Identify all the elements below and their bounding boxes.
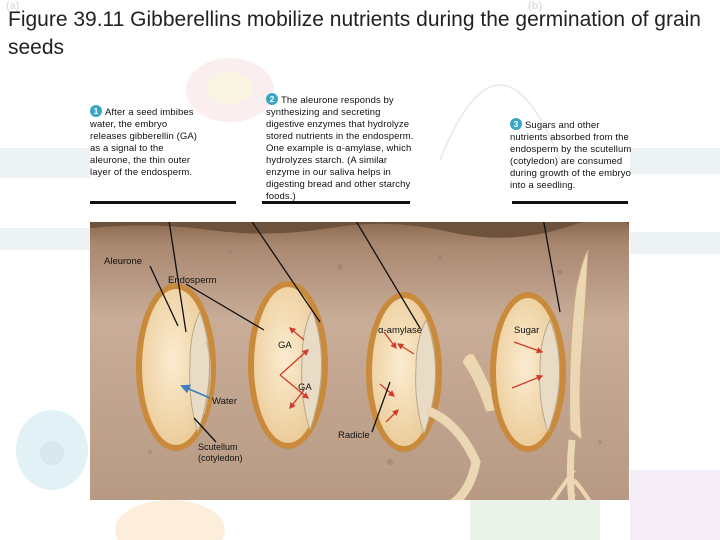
step-3-rule [512, 201, 628, 204]
soil-surface [90, 222, 629, 238]
corner-label-b: (b) [528, 0, 543, 12]
step-2-badge: 2 [266, 93, 278, 105]
seed-2 [248, 281, 328, 449]
step-1-rule [90, 201, 236, 204]
seed-3 [366, 292, 501, 500]
background-circle-arrow [439, 84, 561, 161]
corner-label-a: (a) [6, 0, 20, 12]
figure-title: Figure 39.11 Gibberellins mobilize nutri… [8, 8, 701, 59]
step-2-body: The aleurone responds by synthesizing an… [266, 95, 414, 202]
background-cell [16, 410, 88, 490]
step-1-body: After a seed imbibes water, the embryo r… [90, 107, 198, 178]
label-alpha-amylase: α-amylase [378, 325, 423, 336]
germination-illustration [90, 222, 629, 500]
water-arrow [180, 384, 211, 399]
label-sugar: Sugar [514, 325, 540, 336]
pointer-lines [149, 222, 561, 443]
step-3-badge: 3 [510, 118, 522, 130]
background-tissue-2 [630, 470, 720, 540]
label-ga-2: GA [298, 382, 312, 393]
seed-4 [490, 249, 592, 500]
label-aleurone: Aleurone [104, 256, 143, 267]
step-2-rule [262, 201, 410, 204]
background-orange-cell [115, 500, 225, 540]
label-ga-1: GA [278, 340, 292, 351]
label-endosperm: Endosperm [168, 275, 217, 286]
germination-panel: Aleurone Endosperm GA GA Water α-amylase… [90, 222, 629, 500]
background-band-right-2 [630, 232, 720, 254]
label-scutellum: Scutellum (cotyledon) [198, 442, 243, 463]
seed-1 [136, 283, 216, 451]
soil-grains [117, 250, 602, 465]
background-band-left [0, 148, 90, 178]
background-band-left-2 [0, 228, 90, 250]
background-flower [186, 58, 274, 122]
label-water: Water [212, 396, 237, 407]
step-3-body: Sugars and other nutrients absorbed from… [510, 120, 632, 191]
background-tissue [470, 500, 600, 540]
step-1-badge: 1 [90, 105, 102, 117]
label-radicle: Radicle [338, 430, 370, 441]
background-band-right [630, 148, 720, 174]
